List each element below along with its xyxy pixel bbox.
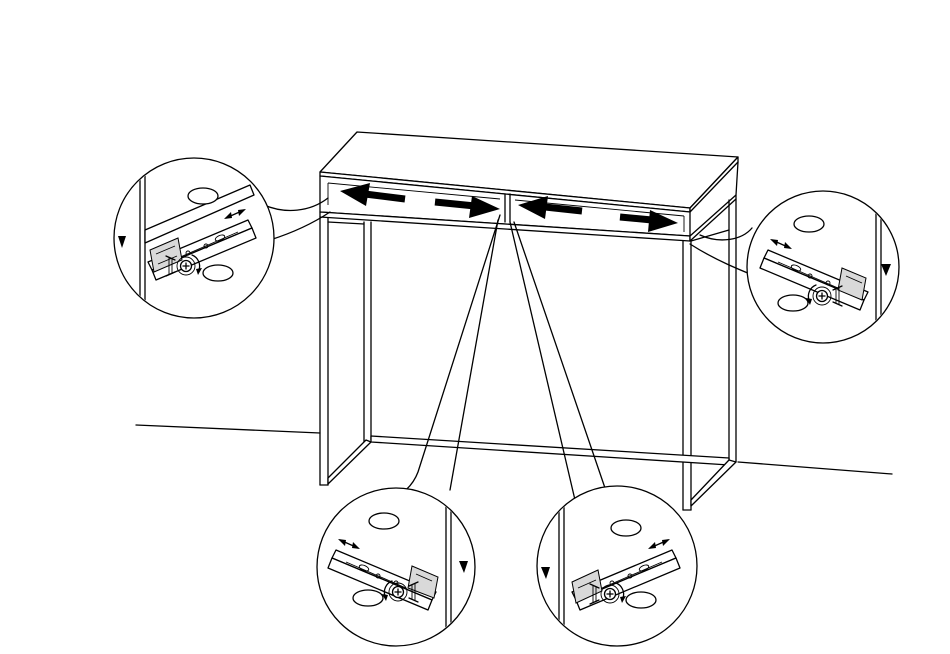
detail-bottom-right: [537, 485, 697, 650]
floor-line-left: [136, 425, 320, 433]
oval-tag: [626, 592, 656, 608]
floor-line-right: [738, 462, 892, 474]
oval-tag: [188, 188, 218, 204]
detail-left: [114, 150, 274, 330]
detail-right: [747, 190, 899, 345]
oval-tag: [794, 216, 824, 232]
detail-bottom-left: [317, 488, 475, 650]
callout-lines: [264, 198, 760, 510]
oval-tag: [353, 590, 383, 606]
oval-tag: [369, 513, 399, 529]
desk: [320, 132, 738, 510]
oval-tag: [611, 520, 641, 536]
oval-tag: [778, 295, 808, 311]
oval-tag: [203, 265, 233, 281]
